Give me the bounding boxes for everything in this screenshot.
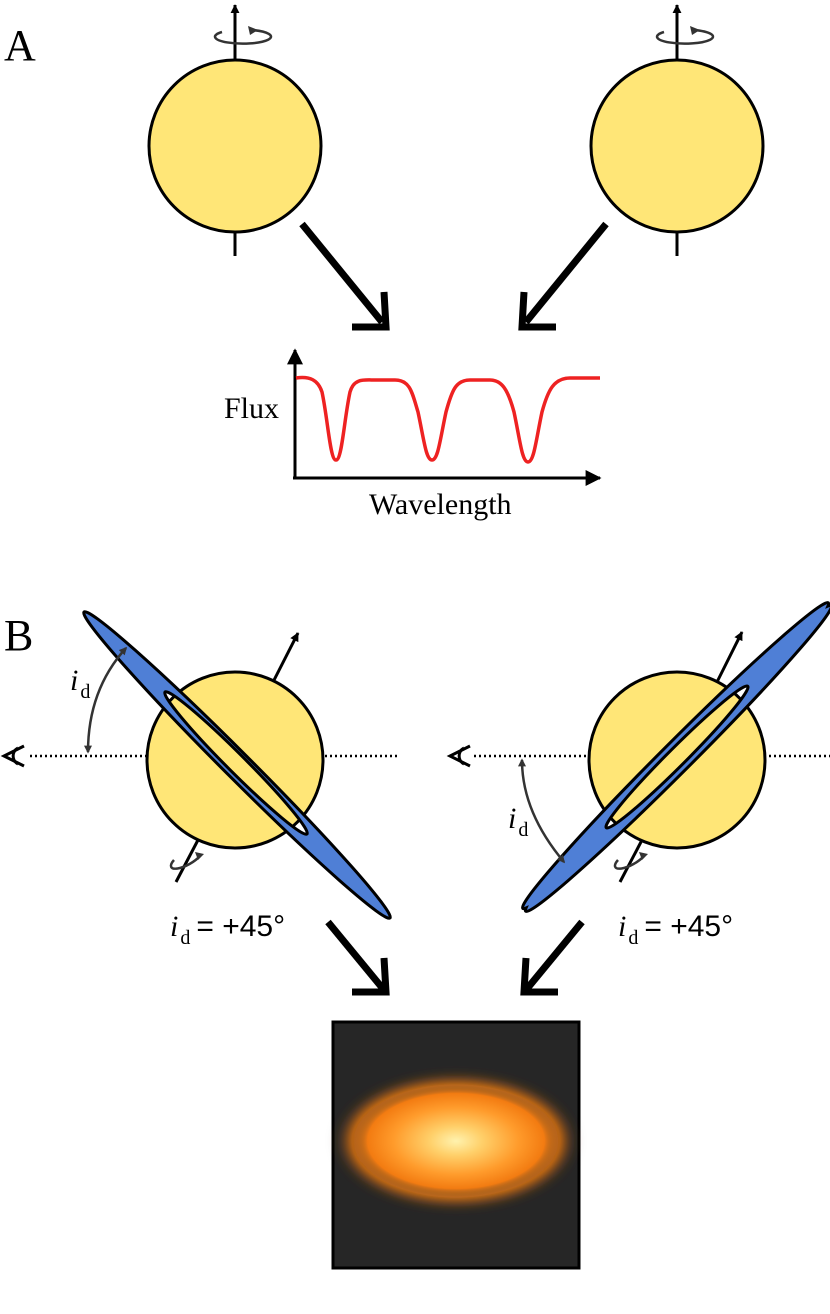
panel-label-a: A [4,21,36,70]
y-axis-label: Flux [224,392,279,425]
rotation-axis [618,839,644,883]
inclination-angle-arc [518,758,566,864]
spectrum-plot: Flux Wavelength [224,348,602,521]
star-disk [589,58,765,234]
inclination-angle-arc [84,646,128,754]
spectrum-curve [295,375,600,464]
arrow-to-image-left [325,919,390,996]
rotation-axis-arrow [268,632,300,689]
arrow-to-image-right [520,919,585,996]
x-axis-label: Wavelength [369,488,512,521]
rotation-arrow-icon [655,26,715,45]
star-a-left [147,4,323,256]
star-disk [147,58,323,234]
rotation-axis [174,839,200,883]
disk [521,601,830,913]
star-disk [145,670,325,850]
star-disk [587,670,767,850]
disk-image [331,1020,581,1270]
arrow-to-spectrum-right [518,221,609,331]
panel-label-b: B [4,611,33,660]
rotation-axis-arrow [712,631,744,689]
eye-icon [446,744,471,768]
eye-icon [0,744,25,768]
star-a-right [589,4,765,256]
rotation-arrow-icon [613,852,648,870]
arrow-to-spectrum-left [299,221,390,331]
rotation-arrow-icon [213,26,273,45]
rotation-arrow-icon [169,852,204,870]
disk [82,610,392,920]
